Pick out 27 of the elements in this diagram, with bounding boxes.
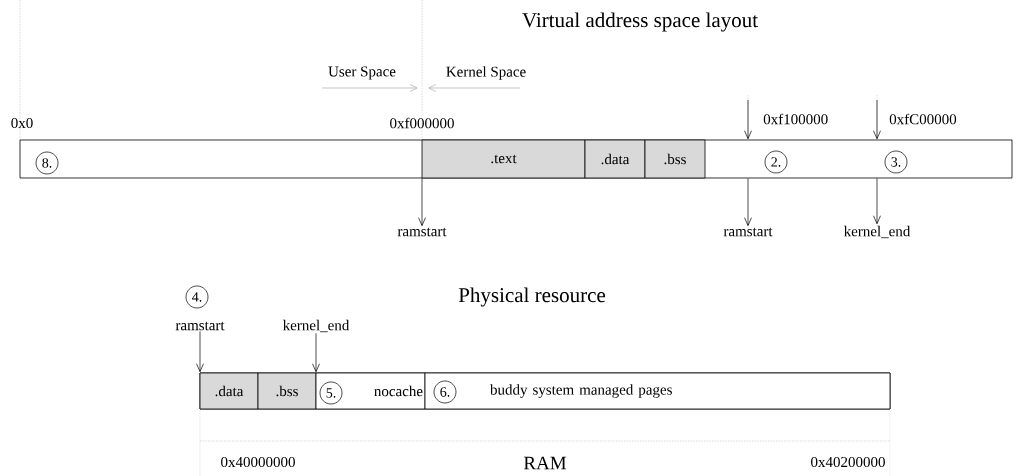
pointer-label: kernel_end <box>283 319 350 333</box>
pointer-label: ramstart <box>175 321 225 331</box>
memory-segment: .data <box>199 372 259 410</box>
pointer-label: ramstart <box>397 227 447 237</box>
memory-label: RAM <box>523 456 567 470</box>
arrow <box>873 99 881 140</box>
space-label: User Space <box>328 66 396 80</box>
arrow <box>744 99 752 140</box>
title: Virtual address space layout <box>522 12 758 32</box>
memory-segment: .bss <box>644 139 706 179</box>
pointer-label: ramstart <box>723 227 773 237</box>
space-label: Kernel Space <box>446 66 526 80</box>
address-label: 0xf000000 <box>390 117 454 129</box>
section-title: Physical resource <box>458 287 606 307</box>
address-label: 0x0 <box>11 117 33 129</box>
pointer-label: kernel_end <box>843 225 911 239</box>
address-label: 0x40200000 <box>811 456 885 468</box>
memory-segment: .data <box>584 139 646 179</box>
address-label: 0xfC00000 <box>889 113 957 125</box>
arrow <box>418 178 426 226</box>
arrow <box>312 333 320 373</box>
address-label: 0x40000000 <box>221 456 295 468</box>
arrow <box>873 178 881 225</box>
address-label: 0xf100000 <box>763 113 828 125</box>
arrow <box>744 178 752 226</box>
arrow <box>196 331 204 373</box>
memory-segment: .bss <box>257 372 317 410</box>
